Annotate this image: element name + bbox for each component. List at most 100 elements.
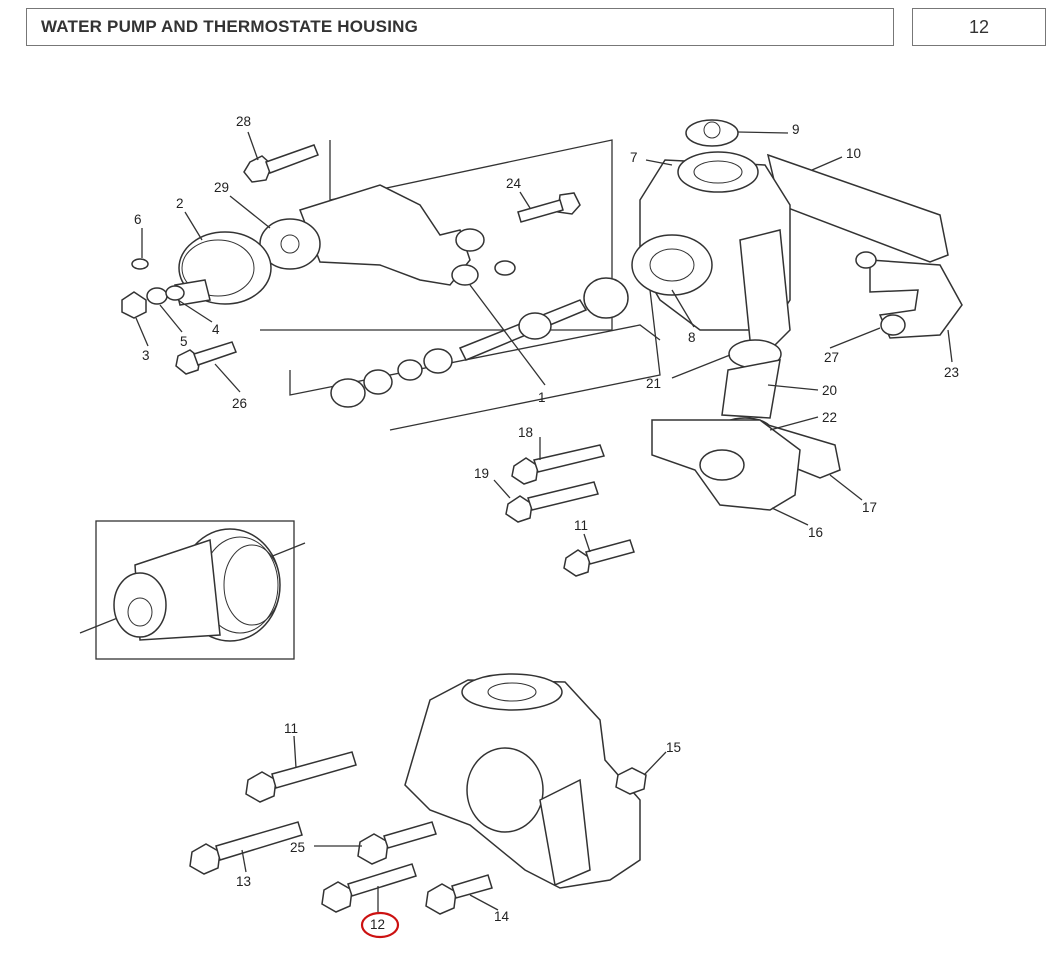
bolt-13-head (189, 843, 221, 875)
bracket-middle (289, 324, 661, 396)
callout-20: 20 (822, 383, 837, 398)
page-number: 12 (968, 16, 990, 37)
plug-15 (615, 767, 647, 795)
callout-26: 26 (232, 396, 247, 411)
bolt-28-shank (265, 144, 319, 174)
gasket-10 (766, 153, 949, 263)
thermostat-housing-assembly (505, 119, 963, 577)
callout-19: 19 (474, 466, 489, 481)
bolt-14-shank (451, 874, 493, 899)
callout-28: 28 (236, 114, 251, 129)
callout-27: 27 (824, 350, 839, 365)
thermostat-9 (685, 119, 739, 147)
pump-body (299, 184, 471, 286)
ring-c (397, 359, 423, 381)
housing-outlet (677, 151, 759, 193)
callout-14: 14 (494, 909, 510, 924)
callout-29: 29 (214, 180, 229, 195)
connector-27 (880, 314, 906, 336)
page-number-box: 12 (912, 8, 1046, 46)
thermostat-valve (703, 121, 721, 139)
seal (423, 348, 453, 374)
callout-7: 7 (630, 150, 638, 165)
callout-25: 25 (290, 840, 305, 855)
impeller-8 (631, 234, 713, 296)
bearing-large (583, 277, 629, 319)
pulley-detail-inset (79, 520, 306, 660)
bolt-18-head (511, 457, 539, 485)
inset-frame (95, 520, 295, 660)
page-title: WATER PUMP AND THERMOSTATE HOUSING (41, 17, 419, 36)
lower-housing-main-bore (466, 747, 544, 833)
callout-15: 15 (666, 740, 681, 755)
callout-23: 23 (944, 365, 959, 380)
pump-flange-hole (280, 234, 300, 254)
washer-5 (146, 287, 168, 305)
bolt-26-shank (193, 341, 237, 366)
hose-elbow (739, 229, 791, 351)
callout-21: 21 (646, 376, 661, 391)
bolt-11-lower-head (245, 771, 277, 803)
callout-13: 13 (236, 874, 251, 889)
ring-a (330, 378, 366, 408)
lower-housing-top-flange (461, 673, 563, 711)
bolt-11-lower-shank (271, 751, 357, 789)
callout-24: 24 (506, 176, 522, 191)
callout-11-lower: 11 (284, 721, 298, 736)
housing-outlet-bore (693, 160, 743, 184)
pump-port-b (451, 264, 479, 286)
water-pump-assembly (121, 139, 661, 431)
bolt-25-head (357, 833, 389, 865)
leader-lines (135, 131, 953, 912)
inset-pulley-face (113, 572, 167, 638)
inset-pulley-groove-2 (223, 544, 281, 626)
callout-12: 12 (370, 917, 385, 932)
callout-10: 10 (846, 146, 861, 161)
lower-housing-top-bore (487, 682, 537, 702)
impeller-hub (649, 248, 695, 282)
bolt-19-shank (527, 481, 599, 511)
housing-16-port (699, 449, 745, 481)
title-box: WATER PUMP AND THERMOSTATE HOUSING (26, 8, 894, 46)
callout-11-upper: 11 (574, 518, 588, 533)
bracket-lower (389, 289, 661, 431)
callout-18: 18 (518, 425, 533, 440)
bracket-upper (260, 139, 613, 331)
bolt-24-shank (517, 199, 564, 223)
bolt-13-shank (215, 821, 303, 861)
inset-pulley-bore (127, 597, 153, 627)
callout-3: 3 (142, 348, 150, 363)
plug (494, 260, 516, 276)
bolt-14-head (425, 883, 457, 915)
nut-3 (121, 291, 147, 319)
ring-b (363, 369, 393, 395)
callout-5: 5 (180, 334, 188, 349)
washer-4 (165, 285, 185, 301)
bolt-25-shank (383, 821, 437, 849)
lower-housing-pipe (539, 778, 591, 887)
clamp (855, 251, 877, 269)
callout-9: 9 (792, 122, 800, 137)
callout-labels: 28 9 7 10 24 29 2 6 4 5 3 26 1 8 27 23 2… (134, 114, 959, 932)
callout-2: 2 (176, 196, 184, 211)
callout-16: 16 (808, 525, 823, 540)
bolt-18-shank (533, 444, 605, 473)
bolt-11-upper-shank (585, 539, 635, 565)
lower-housing-assembly (189, 673, 647, 915)
bolt-19-head (505, 495, 533, 523)
bearing-small (518, 312, 552, 340)
bolt-12-shank (347, 863, 417, 897)
bolt-12-head (321, 881, 353, 913)
hose-20 (721, 359, 781, 419)
bolt-11-upper-head (563, 549, 591, 577)
callout-17: 17 (862, 500, 877, 515)
key-6 (131, 258, 149, 270)
callout-6: 6 (134, 212, 142, 227)
callout-22: 22 (822, 410, 837, 425)
pump-port-a (455, 228, 485, 252)
callout-1: 1 (538, 390, 546, 405)
bolt-28-head (243, 155, 273, 183)
highlight-circle (360, 911, 400, 939)
callout-8: 8 (688, 330, 696, 345)
